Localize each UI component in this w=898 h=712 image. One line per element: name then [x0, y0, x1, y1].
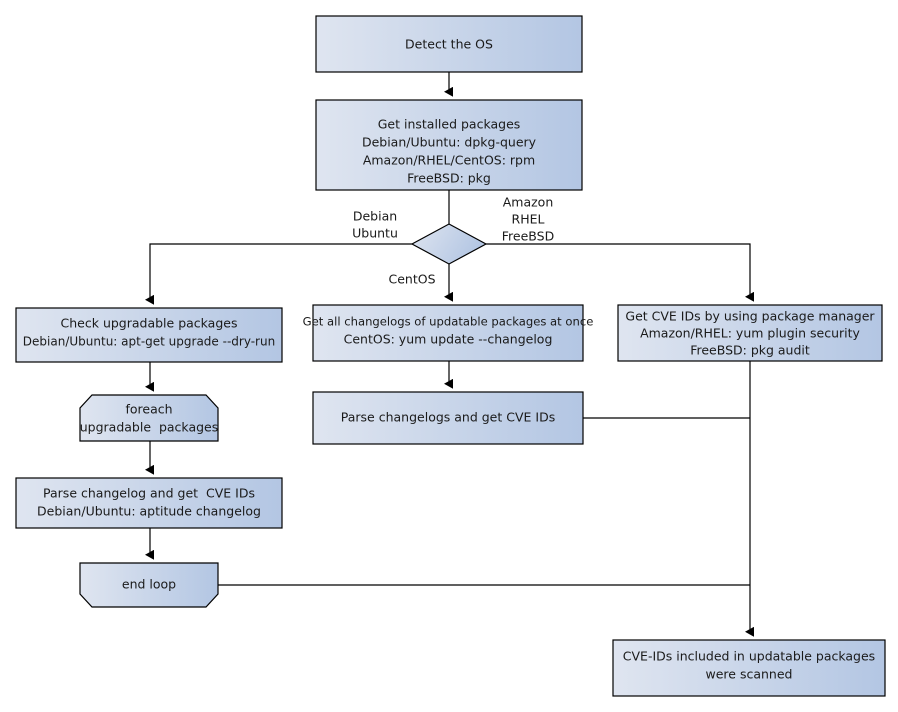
node-get-cve-ids-line-0: Get CVE IDs by using package manager	[625, 309, 875, 324]
node-detect-os-line-0: Detect the OS	[405, 37, 493, 52]
edge-label-amazon-rhel-freebsd-line-1: RHEL	[512, 212, 545, 227]
node-check-upgradable-packages-line-1: Debian/Ubuntu: apt-get upgrade --dry-run	[23, 335, 275, 349]
connector-decision-to-check-upgradable	[145, 243, 412, 305]
node-end-loop-label: end loop	[122, 577, 176, 592]
node-get-installed-packages-line-3: FreeBSD: pkg	[407, 171, 491, 186]
node-detect-os[interactable]: Detect the OS	[315, 15, 583, 73]
node-get-installed-packages-line-1: Debian/Ubuntu: dpkg-query	[362, 135, 537, 150]
node-get-all-changelogs-line-1: CentOS: yum update --changelog	[344, 332, 553, 347]
node-get-cve-ids-line-1: Amazon/RHEL: yum plugin security	[640, 326, 860, 341]
connector-decision-to-get-cve-ids	[486, 243, 754, 302]
node-parse-changelogs-line-0: Parse changelogs and get CVE IDs	[341, 410, 555, 425]
edge-label-amazon-rhel-freebsd-line-0: Amazon	[503, 195, 554, 210]
edge-label-amazon-rhel-freebsd: Amazon RHEL FreeBSD	[502, 195, 554, 244]
node-get-cve-ids-line-2: FreeBSD: pkg audit	[690, 343, 810, 358]
node-get-installed-packages-line-2: Amazon/RHEL/CentOS: rpm	[363, 153, 535, 168]
connectors	[145, 72, 754, 637]
node-parse-changelog-cve-debian[interactable]: Parse changelog and get CVE IDs Debian/U…	[15, 477, 283, 529]
node-parse-changelog-debian-line-1: Debian/Ubuntu: aptitude changelog	[37, 504, 261, 519]
node-foreach-upgradable[interactable]: foreach upgradable packages	[79, 394, 219, 442]
edge-label-debian-ubuntu: Debian Ubuntu	[352, 209, 398, 241]
edge-labels: Debian Ubuntu Amazon RHEL FreeBSD CentOS	[352, 195, 554, 287]
node-cve-ids-scanned-line-0: CVE-IDs included in updatable packages	[623, 649, 875, 664]
edge-label-centos: CentOS	[388, 272, 435, 287]
node-os-decision[interactable]	[410, 223, 488, 265]
node-get-cve-ids-package-manager[interactable]: Get CVE IDs by using package manager Ama…	[617, 304, 883, 362]
node-get-all-changelogs[interactable]: Get all changelogs of updatable packages…	[303, 304, 594, 362]
nodes: Detect the OS Get installed packages Deb…	[15, 15, 886, 697]
node-get-all-changelogs-line-0: Get all changelogs of updatable packages…	[303, 315, 594, 329]
node-get-installed-packages-line-0: Get installed packages	[378, 117, 521, 132]
node-foreach-line-0: foreach	[125, 402, 172, 417]
node-cve-ids-scanned[interactable]: CVE-IDs included in updatable packages w…	[612, 639, 886, 697]
node-check-upgradable-packages-line-0: Check upgradable packages	[61, 316, 238, 331]
edge-label-amazon-rhel-freebsd-line-2: FreeBSD	[502, 229, 554, 244]
node-get-installed-packages[interactable]: Get installed packages Debian/Ubuntu: dp…	[315, 99, 583, 191]
edge-label-debian-ubuntu-line-0: Debian	[353, 209, 397, 224]
node-foreach-line-1: upgradable packages	[80, 420, 219, 435]
edge-label-centos-line-0: CentOS	[388, 272, 435, 287]
node-end-loop[interactable]: end loop	[79, 562, 219, 608]
node-parse-changelog-debian-line-0: Parse changelog and get CVE IDs	[43, 486, 255, 501]
edge-label-debian-ubuntu-line-1: Ubuntu	[352, 226, 398, 241]
node-check-upgradable-packages[interactable]: Check upgradable packages Debian/Ubuntu:…	[15, 307, 283, 363]
node-parse-changelogs-cve[interactable]: Parse changelogs and get CVE IDs	[312, 391, 584, 445]
node-cve-ids-scanned-line-1: were scanned	[706, 667, 793, 682]
